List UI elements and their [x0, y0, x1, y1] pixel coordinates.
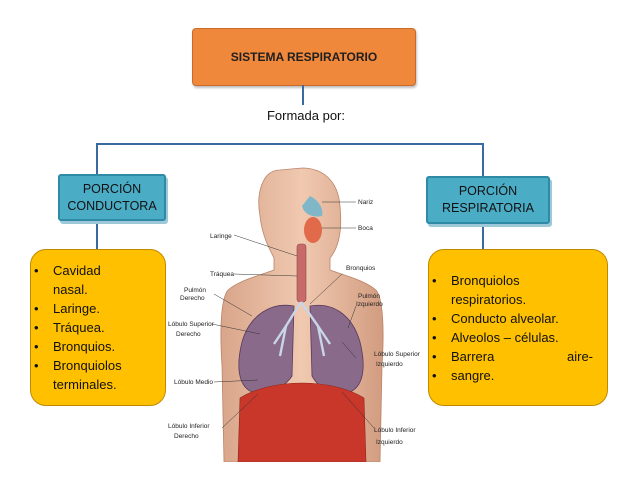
trachea [296, 243, 307, 303]
list-item: Barrera aire- [429, 347, 593, 366]
subtitle: Formada por: [266, 108, 346, 123]
connector-horizontal [96, 143, 483, 145]
abdomen [237, 382, 367, 462]
label-pulmon-izquierdo-1: Pulmón [358, 293, 380, 300]
label-lobulo-superior-izquierdo-1: Lóbulo Superior [374, 351, 421, 358]
portion-respiratoria-box: PORCIÓN RESPIRATORIA [426, 176, 550, 224]
portion-conductora-box: PORCIÓN CONDUCTORA [58, 174, 166, 221]
portion-respiratoria-line1: PORCIÓN [458, 184, 518, 198]
portion-respiratoria-line2: RESPIRATORIA [442, 201, 534, 215]
label-lobulo-inferior-izquierdo-2: Izquierdo [376, 439, 403, 446]
portion-conductora-line1: PORCIÓN [82, 181, 142, 196]
label-lobulo-superior-derecho-1: Lóbulo Superior [168, 321, 215, 328]
label-lobulo-superior-derecho-2: Derecho [176, 331, 201, 338]
connector-left-down [96, 143, 98, 174]
connector-right-down [482, 143, 484, 176]
label-lobulo-inferior-izquierdo-1: Lóbulo Inferior [374, 427, 416, 434]
diagram-title: SISTEMA RESPIRATORIO [230, 50, 378, 64]
list-item: sangre. [429, 366, 593, 385]
label-pulmon-izquierdo-2: Izquierdo [356, 301, 383, 308]
label-lobulo-medio: Lóbulo Medio [174, 379, 213, 386]
list-item: Alveolos – células. [429, 328, 593, 347]
list-item: Conducto alveolar. [429, 309, 593, 328]
respiratory-anatomy-illustration: Nariz Boca Laringe Tráquea Bronquios Pul… [168, 167, 421, 462]
list-item: Bronquios. [31, 337, 165, 356]
connector-title-down [302, 85, 304, 105]
nasal-cavity [302, 196, 323, 217]
title-box: SISTEMA RESPIRATORIO [192, 28, 416, 86]
label-boca: Boca [358, 225, 373, 232]
label-pulmon-derecho-2: Derecho [180, 295, 205, 302]
connector-left-list [96, 219, 98, 249]
leader-lines [211, 201, 375, 429]
label-traquea: Tráquea [210, 271, 234, 278]
label-pulmon-derecho-1: Pulmón [184, 287, 206, 294]
label-lobulo-inferior-derecho-2: Derecho [174, 433, 199, 440]
connector-right-list [482, 222, 484, 249]
label-bronquios: Bronquios [346, 265, 376, 272]
label-lobulo-inferior-derecho-1: Lóbulo Inferior [168, 423, 210, 430]
label-nariz: Nariz [358, 199, 373, 206]
list-item: Laringe. [31, 299, 165, 318]
list-item: Tráquea. [31, 318, 165, 337]
label-laringe: Laringe [210, 233, 232, 240]
label-lobulo-superior-izquierdo-2: Izquierdo [376, 361, 403, 368]
bronchi [273, 301, 331, 357]
oral-cavity [304, 217, 322, 243]
portion-conductora-line2: CONDUCTORA [67, 198, 157, 213]
